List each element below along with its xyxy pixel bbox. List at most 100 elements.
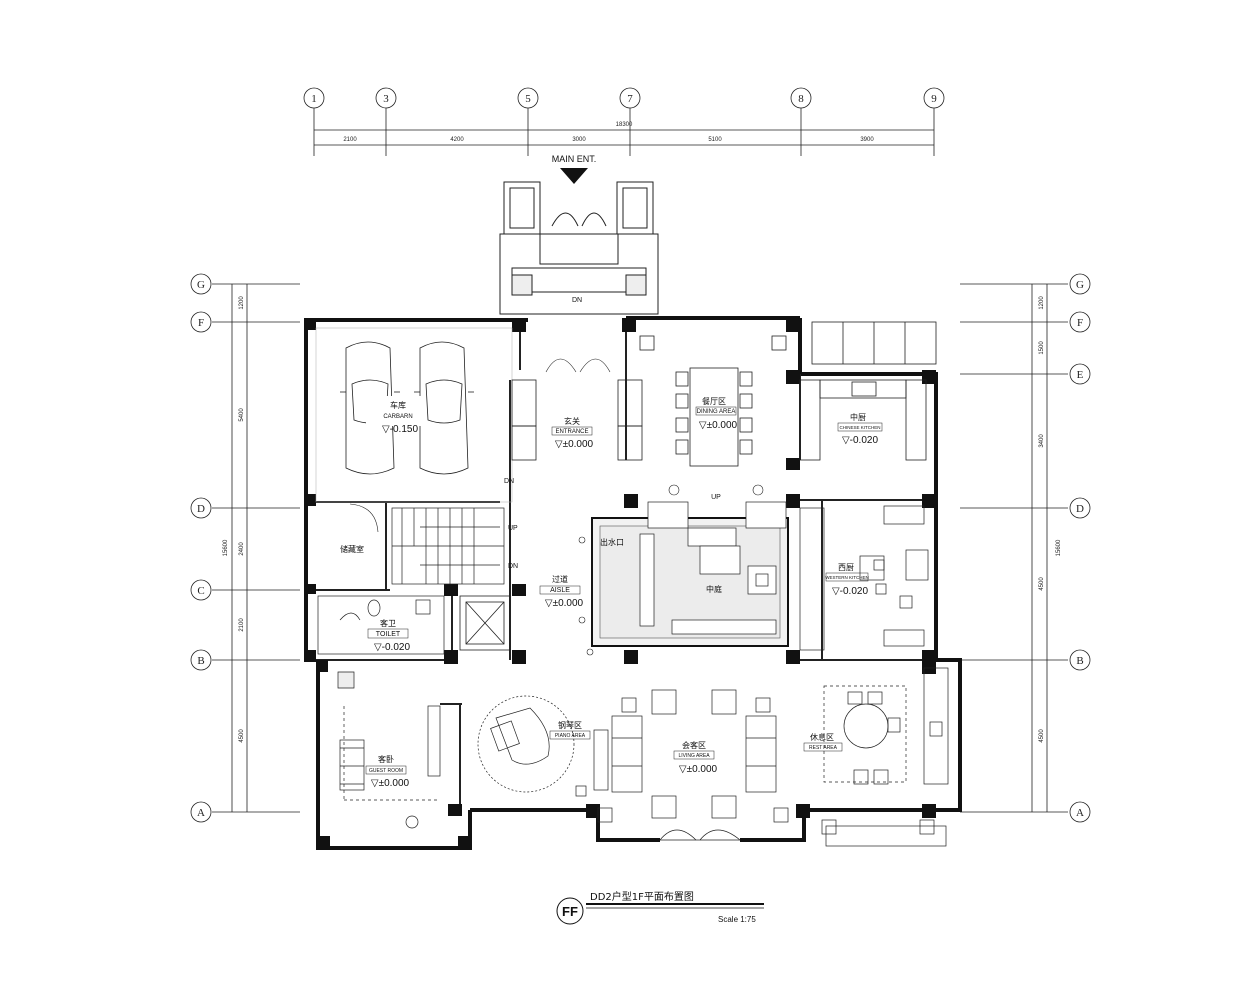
right-dimension-segment: 4500 [1039,729,1045,743]
rest-area [821,667,949,835]
living-level: ▽±0.000 [679,764,718,775]
living-label-en: LIVING AREA [678,753,710,759]
right-dimension-segment: 1500 [1039,341,1045,355]
entrance: 玄关 ENTRANCE ▽±0.000 [511,358,643,461]
piano-label-cn: 钢琴区 [558,720,582,730]
axis-label: E [1077,369,1084,381]
left-dimension-string [212,283,300,813]
exterior-walls [304,316,962,850]
left-dimension-segment: 2100 [239,618,245,632]
axis-label: B [197,655,204,667]
chinese-kitchen-label-en: CHINESE KITCHEN [839,425,880,430]
front-terrace [659,825,947,847]
living-area [593,689,789,823]
left-dimension-segment: 1200 [239,296,245,310]
up-note: UP [508,525,518,532]
right-axis-bubbles: G F E D B A [1069,273,1091,823]
aisle-downlights [578,536,594,656]
top-dimension-string [313,108,935,156]
car [414,341,474,475]
storage-label-cn: 储藏室 [340,544,364,554]
garage-label-en: CARBARN [383,414,412,420]
left-axis-bubbles: G F D C B A [190,273,212,823]
axis-label: G [197,279,205,291]
western-kitchen-label-en: WESTERN KITCHEN [825,575,869,580]
garage: 车库 CARBARN ▽-0.150 DN [315,327,514,503]
chinese-kitchen-label-cn: 中厨 [850,412,866,422]
axis-label: G [1076,279,1084,291]
aisle-label-cn: 过道 [552,574,568,584]
right-dimension-segment: 1200 [1039,296,1045,310]
guest-room-level: ▽±0.000 [371,778,410,789]
dining-label-cn: 餐厅区 [702,397,726,406]
axis-label: A [197,807,205,819]
toilet-label-en: TOILET [376,631,401,638]
axis-label: 7 [627,93,633,105]
toilet-label-cn: 客卫 [380,618,396,628]
right-dimension-segment: 4500 [1039,577,1045,591]
living-label-cn: 会客区 [682,740,706,750]
axis-label: 8 [798,93,804,105]
left-dimension-segment: 2400 [239,542,245,556]
axis-label: C [197,585,204,597]
western-kitchen-label-cn: 西厨 [838,563,854,572]
top-dimension-segment: 3000 [572,137,586,143]
dn-note: DN [508,563,518,570]
axis-label: 3 [383,93,389,105]
left-total-dimension: 15600 [223,539,229,556]
atrium: 出水口 中庭 [591,484,789,647]
western-kitchen-level: ▽-0.020 [832,586,868,597]
dining-label-en: DINING AREA [697,409,736,415]
elevator [459,595,511,651]
main-entrance-arrow [560,168,588,184]
dining-level: ▽±0.000 [699,420,738,431]
entry-porch [499,181,659,315]
entrance-level: ▽±0.000 [555,439,594,450]
drawing-title: DD2户型1F平面布置图 [590,890,694,903]
left-dimension-segment: 4500 [239,729,245,743]
right-dimension-string [960,283,1068,813]
western-kitchen [799,505,929,651]
piano-label-en: PIANO AREA [555,733,586,739]
dn-note: DN [572,297,582,304]
main-entrance-label: MAIN ENT. [552,154,597,164]
top-total-dimension: 18300 [616,122,633,128]
axis-label: 1 [311,93,317,105]
axis-label: F [1077,317,1083,329]
dn-note: DN [504,478,514,485]
storage: 储藏室 [340,503,379,554]
axis-label: D [1076,503,1084,515]
aisle-level: ▽±0.000 [545,598,584,609]
chinese-kitchen-level: ▽-0.020 [842,435,878,446]
rest-label-en: REST AREA [809,745,838,751]
aisle-label-en: AISLE [550,587,570,594]
garage-level: ▽-0.150 [382,424,418,435]
top-dimension-segment: 2100 [343,137,357,143]
chinese-kitchen [799,321,937,461]
staircase [391,507,505,585]
axis-label: 5 [525,93,531,105]
drawing-mark: FF [562,904,578,919]
toilet-level: ▽-0.020 [374,642,410,653]
structural-columns [304,318,936,850]
guest-room-label-en: GUEST ROOM [369,768,403,774]
entrance-label-en: ENTRANCE [555,429,588,435]
garage-label-cn: 车库 [390,400,406,410]
top-axis-bubbles: 1 3 5 7 8 9 [303,87,945,109]
axis-label: D [197,503,205,515]
piano-area [477,695,587,797]
atrium-outlet-label: 出水口 [600,537,624,547]
axis-label: A [1076,807,1084,819]
guest-room [337,671,441,829]
title-block: FF DD2户型1F平面布置图 Scale 1:75 [556,890,764,925]
axis-label: F [198,317,204,329]
left-dimension-segment: 5400 [239,408,245,422]
axis-label: 9 [931,93,937,105]
top-dimension-segment: 4200 [450,137,464,143]
guest-room-label-cn: 客卧 [378,754,394,764]
right-total-dimension: 15600 [1056,539,1062,556]
drawing-scale: Scale 1:75 [718,915,756,924]
top-dimension-segment: 3900 [860,137,874,143]
toilet [317,595,445,655]
rest-label-cn: 休息区 [810,732,834,742]
